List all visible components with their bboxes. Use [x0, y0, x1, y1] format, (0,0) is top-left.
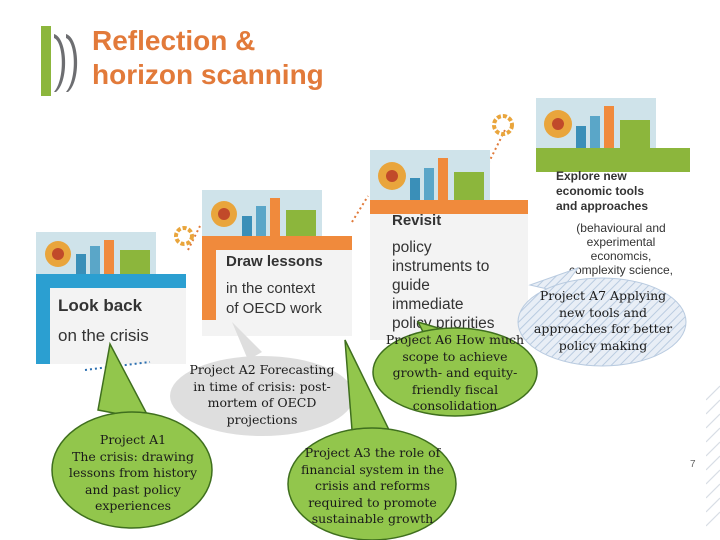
- illustration-thumbnail: [202, 190, 322, 236]
- step-explore-line: and approaches: [556, 199, 649, 213]
- illustration-thumbnail: [36, 232, 156, 274]
- step-draw-lessons-line2: in the context: [226, 280, 316, 297]
- oecd-logo-icon: [41, 26, 78, 96]
- step-explore-line: economic tools: [556, 184, 645, 198]
- page-title: Reflection & horizon scanning: [92, 25, 324, 90]
- step-explore-note: (behavioural and experimental economcis,…: [556, 221, 686, 277]
- step-explore-note-line: (behavioural and: [576, 221, 666, 235]
- step-explore-note-line: economcis,: [590, 249, 652, 263]
- project-a1-label: Project A1 The crisis: drawing lessons f…: [68, 432, 198, 513]
- step-revisit-line: guide: [392, 277, 430, 294]
- step-explore-title: Explore new economic tools and approache…: [556, 169, 648, 214]
- step-revisit-body: policy instruments to guide immediate po…: [392, 238, 495, 333]
- step-look-back-title: Look back: [58, 296, 143, 315]
- project-a2-label: Project A2 Forecasting in time of crisis…: [189, 362, 335, 427]
- illustration-thumbnail: [370, 150, 490, 200]
- step-revisit-line: immediate: [392, 296, 464, 313]
- gear-icon: [174, 226, 194, 246]
- step-explore-line: Explore new: [556, 169, 627, 183]
- project-a6-label: Project A6 How much scope to achieve gro…: [385, 332, 525, 413]
- step-revisit-line: instruments to: [392, 258, 490, 275]
- illustration-thumbnail: [536, 98, 656, 148]
- step-draw-lessons-title: Draw lessons: [226, 253, 323, 270]
- step-revisit-line: policy: [392, 239, 432, 256]
- step-revisit-title: Revisit: [392, 212, 442, 229]
- step-explore-note-line: experimental: [586, 235, 656, 249]
- bubble-a7: [517, 266, 687, 367]
- step-draw-lessons-line3: of OECD work: [226, 300, 322, 317]
- bubble-a2: [170, 322, 354, 436]
- step-look-back-subtitle: on the crisis: [58, 326, 149, 345]
- project-a7-label: Project A7 Applying new tools and approa…: [533, 288, 673, 353]
- page-number: 7: [690, 459, 696, 470]
- project-a3-label: Project A3 the role of financial system …: [301, 445, 444, 526]
- step-explore-note-line: complexity science,: [568, 263, 674, 277]
- gear-icon: [492, 114, 514, 136]
- step-revisit-line: policy priorities: [392, 315, 495, 332]
- decorative-stripes: [706, 385, 720, 527]
